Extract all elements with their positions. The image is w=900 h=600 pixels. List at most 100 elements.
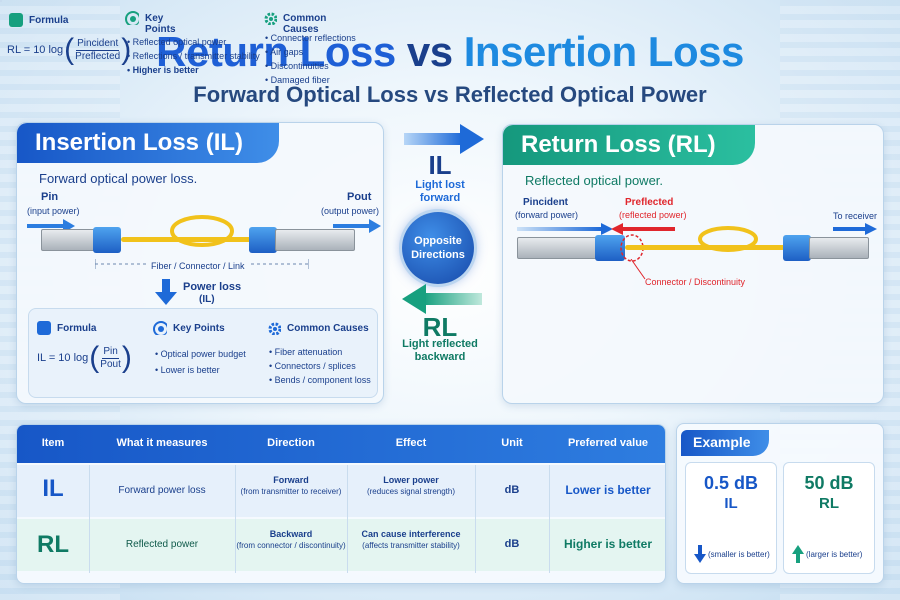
pincident-sublabel: (forward power) xyxy=(515,210,579,220)
connector-right xyxy=(783,235,811,261)
middle-rl-desc-2: backward xyxy=(414,351,466,363)
reflected-arrow-icon xyxy=(611,223,675,235)
il-formula-heading: Formula xyxy=(57,323,97,334)
il-keypoint: Lower is better xyxy=(155,365,220,375)
il-panel-subtitle: Forward optical power loss. xyxy=(39,171,198,186)
row-direction-main: Backward xyxy=(269,529,313,539)
il-keypoints-heading: Key Points xyxy=(173,323,225,334)
row-unit: dB xyxy=(504,538,520,550)
row-measures: Forward power loss xyxy=(118,485,206,496)
example-il-card: 0.5 dB IL (smaller is better) xyxy=(685,462,777,574)
header-item: Item xyxy=(41,437,65,449)
example-title: Example xyxy=(681,430,769,456)
rl-cause: Connector reflections xyxy=(265,33,356,43)
incident-arrow-icon xyxy=(517,223,613,235)
row-preferred: Higher is better xyxy=(563,537,653,551)
row-effect-sub: (affects transmitter stability) xyxy=(362,541,460,550)
return-loss-panel: Return Loss (RL) Reflected optical power… xyxy=(502,124,884,404)
row-effect-main: Lower power xyxy=(383,475,439,485)
row-effect: Can cause interference (affects transmit… xyxy=(347,529,475,550)
column-divider xyxy=(89,465,90,573)
rl-formula-prefix: RL = 10 log xyxy=(7,44,64,56)
pin-sublabel: (input power) xyxy=(27,206,80,216)
table-row: RL Reflected power Backward (from connec… xyxy=(17,519,665,571)
il-cause: Bends / component loss xyxy=(269,375,371,385)
discontinuity-label: Connector / Discontinuity xyxy=(645,277,746,287)
rl-cause: Discontinuities xyxy=(265,61,329,71)
row-unit: dB xyxy=(504,484,520,496)
row-direction-sub: (from transmitter to receiver) xyxy=(240,487,342,496)
header-unit: Unit xyxy=(501,437,523,449)
transceiver-left xyxy=(517,237,597,259)
target-icon xyxy=(125,11,139,25)
fiber-loop xyxy=(170,215,234,247)
page-subtitle: Forward Optical Loss vs Reflected Optica… xyxy=(193,82,707,107)
header-measures: What it measures xyxy=(116,437,208,449)
rl-cause: Damaged fiber xyxy=(265,75,330,85)
forward-arrow-icon xyxy=(404,124,484,154)
row-direction: Backward (from connector / discontinuity… xyxy=(235,529,347,550)
title-vs: vs xyxy=(406,28,453,75)
backward-arrow-icon xyxy=(402,284,482,314)
badge-line-2: Directions xyxy=(411,249,465,261)
il-cause: Fiber attenuation xyxy=(269,347,343,357)
column-divider xyxy=(347,465,348,573)
preflected-label: Preflected xyxy=(625,197,674,208)
page-title: Return Loss vs Insertion Loss xyxy=(0,28,900,76)
title-insertion-loss: Insertion Loss xyxy=(463,28,745,75)
il-cause: Connectors / splices xyxy=(269,361,356,371)
calculator-icon xyxy=(37,321,51,335)
row-direction-main: Forward xyxy=(273,475,309,485)
badge-line-1: Opposite xyxy=(414,235,462,247)
row-direction: Forward (from transmitter to receiver) xyxy=(235,475,347,496)
middle-il-desc-2: forward xyxy=(419,192,461,204)
rl-formula-denominator: Preflected xyxy=(75,51,121,62)
target-icon xyxy=(153,321,167,335)
example-rl-note: (larger is better) xyxy=(806,550,863,559)
transceiver-left xyxy=(41,229,95,251)
pin-label: Pin xyxy=(41,191,59,203)
table-header: Item What it measures Direction Effect U… xyxy=(17,425,665,463)
il-keypoint: Optical power budget xyxy=(155,349,246,359)
calculator-icon xyxy=(9,13,23,27)
gear-icon xyxy=(268,322,281,335)
header-preferred: Preferred value xyxy=(567,437,649,449)
connector-left xyxy=(595,235,625,261)
il-causes-heading: Common Causes xyxy=(287,323,369,334)
rl-cause: Air gaps xyxy=(265,47,303,57)
row-effect: Lower power (reduces signal strength) xyxy=(347,475,475,496)
middle-il-desc-1: Light lost xyxy=(415,179,465,191)
column-divider xyxy=(235,465,236,573)
receiver-arrow-icon xyxy=(833,223,877,235)
leader-line xyxy=(630,259,646,280)
pout-sublabel: (output power) xyxy=(321,206,380,216)
example-rl-card: 50 dB RL (larger is better) xyxy=(783,462,875,574)
example-il-value: 0.5 dB xyxy=(703,473,759,493)
il-panel-title: Insertion Loss (IL) xyxy=(17,123,279,163)
middle-il-abbr: IL xyxy=(428,150,452,180)
example-rl-label: RL xyxy=(819,495,839,512)
rl-causes-heading: Common Causes xyxy=(283,13,327,35)
preflected-sublabel: (reflected power) xyxy=(619,210,687,220)
header-direction: Direction xyxy=(267,437,315,449)
power-loss-label: Power loss xyxy=(183,281,242,293)
power-loss-sublabel: (IL) xyxy=(199,294,215,305)
rl-formula-heading: Formula xyxy=(29,15,69,26)
column-divider xyxy=(475,465,476,573)
row-item: IL xyxy=(42,475,64,502)
middle-rl-desc-1: Light reflected xyxy=(402,338,478,350)
rl-keypoint: Higher is better xyxy=(127,65,199,75)
transceiver-right xyxy=(809,237,869,259)
example-panel: Example 0.5 dB IL (smaller is better) 50… xyxy=(676,423,884,584)
rl-formula-numerator: Pincident xyxy=(76,38,120,51)
rl-panel-subtitle: Reflected optical power. xyxy=(525,173,664,188)
header-effect: Effect xyxy=(395,437,427,449)
row-preferred: Lower is better xyxy=(565,483,651,497)
example-il-label: IL xyxy=(724,495,738,512)
receiver-label: To receiver xyxy=(833,211,878,221)
row-item: RL xyxy=(37,531,69,558)
arrow-down-icon xyxy=(694,545,706,563)
